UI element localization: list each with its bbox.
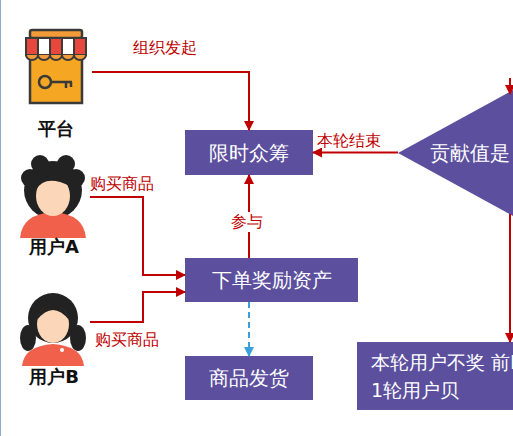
connector — [509, 214, 511, 342]
incoming-wire — [509, 78, 511, 94]
edge-label: 购买商品 — [90, 174, 154, 194]
fringe — [37, 304, 69, 320]
platform-actor: 平台 — [20, 28, 92, 140]
diamond-shape — [398, 90, 513, 216]
node-text: 限时众筹 — [209, 141, 289, 165]
awning-stripe — [62, 38, 74, 55]
node-text: 商品发货 — [209, 366, 289, 390]
edge-label: 组织发起 — [133, 38, 197, 58]
shop-roof — [30, 30, 82, 38]
shop-body — [30, 55, 82, 103]
connector — [92, 72, 249, 130]
shoulders — [22, 344, 84, 366]
awning-stripe — [74, 38, 86, 55]
connector — [248, 175, 250, 258]
face — [37, 305, 69, 343]
edge-label: 本轮结束 — [317, 131, 381, 151]
awning-stripe — [38, 38, 50, 55]
user-a-avatar — [20, 155, 86, 238]
connector — [90, 197, 185, 275]
hair-curl — [57, 155, 75, 173]
collar-dot — [60, 348, 64, 352]
connector — [248, 302, 250, 356]
user-actor: 用户A — [18, 158, 90, 258]
awning-stripe — [50, 38, 62, 55]
node-text: 本轮用户不奖 前N-1轮用户贝 — [371, 348, 513, 404]
result-box: 本轮用户不奖 前N-1轮用户贝 — [357, 342, 513, 410]
pigtail — [20, 325, 36, 351]
node-text: 用户B — [18, 366, 90, 388]
shop-icon — [26, 30, 86, 103]
user-actor: 用户B — [18, 288, 90, 388]
node-text: 平台 — [20, 118, 92, 140]
edge-label: 参与 — [231, 212, 263, 232]
process-box: 下单奖励资产 — [185, 258, 358, 302]
awning-stripe — [26, 38, 38, 55]
pigtail — [70, 325, 86, 351]
page-border — [0, 0, 1, 436]
awning-scallop — [26, 55, 86, 60]
node-text: 下单奖励资产 — [212, 268, 332, 292]
connector — [313, 152, 398, 154]
edge-label: 购买商品 — [95, 330, 159, 350]
process-box: 商品发货 — [185, 356, 313, 400]
key-shaft — [51, 82, 72, 88]
fringe — [36, 174, 70, 190]
node-text: 贡献值是 — [430, 141, 510, 165]
node-text: 用户A — [18, 236, 90, 258]
user-b-avatar — [20, 293, 86, 366]
connector — [90, 292, 185, 322]
process-box: 限时众筹 — [185, 130, 313, 175]
key-head — [39, 76, 51, 88]
hair-curl — [31, 155, 49, 173]
decision-diamond: 贡献值是 — [398, 90, 513, 216]
